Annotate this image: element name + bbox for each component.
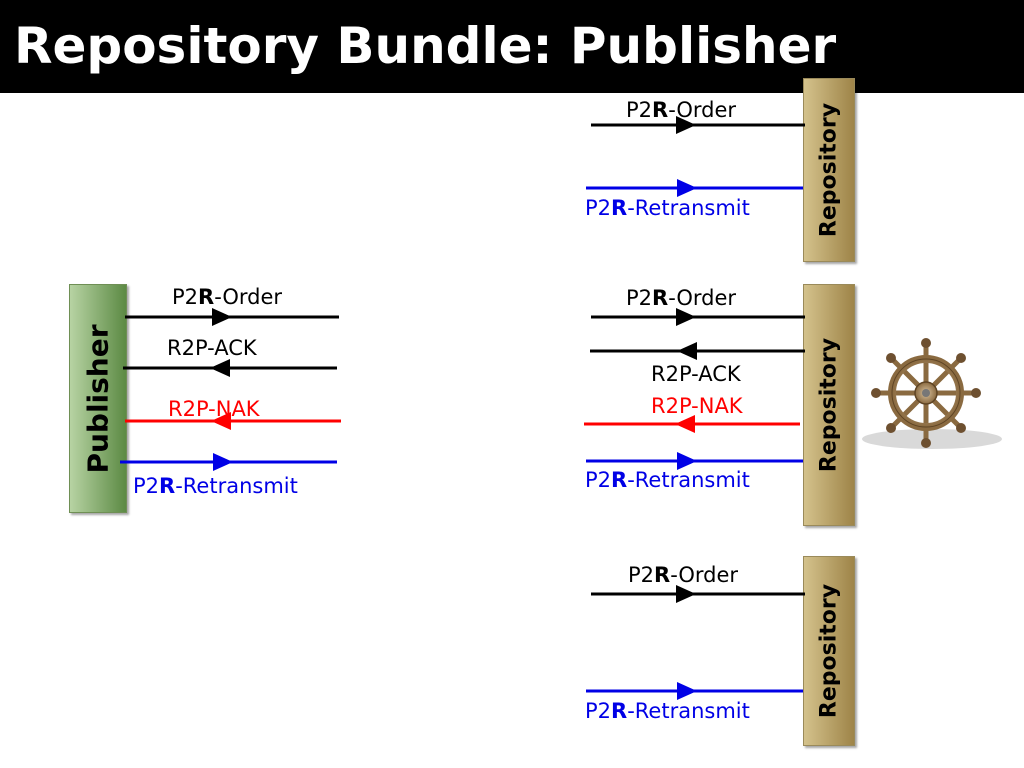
- label-mid-p2r-retransmit: P2R-Retransmit: [585, 467, 750, 493]
- arrow-bot-p2r-retransmit: [586, 682, 803, 700]
- arrow-pub-p2r-retransmit: [120, 453, 337, 471]
- label-r: R: [159, 474, 176, 498]
- label-mid-r2p-ack: R2P-ACK: [651, 361, 741, 387]
- label-prefix: P2: [172, 285, 199, 309]
- label-prefix: P2: [628, 563, 655, 587]
- label-suffix: -Order: [668, 286, 737, 310]
- label-prefix: P2: [585, 196, 612, 220]
- label-suffix: -Retransmit: [627, 699, 750, 723]
- label-suffix: -Retransmit: [627, 196, 750, 220]
- label-pub-r2p-nak: R2P-NAK: [168, 396, 260, 422]
- label-suffix: -Retransmit: [627, 468, 750, 492]
- label-r: R: [198, 285, 215, 309]
- repository-box-top: Repository: [803, 78, 855, 262]
- label-prefix: P2: [585, 699, 612, 723]
- publisher-box: Publisher: [69, 284, 127, 513]
- title-bar: Repository Bundle: Publisher: [0, 0, 1024, 93]
- label-prefix: P2: [133, 474, 160, 498]
- label-suffix: -Retransmit: [175, 474, 298, 498]
- label-pub-p2r-order: P2R-Order: [172, 284, 282, 310]
- label-suffix: -Order: [214, 285, 283, 309]
- label-suffix: -Order: [670, 563, 739, 587]
- label-r: R: [652, 98, 669, 122]
- label-top-p2r-retransmit: P2R-Retransmit: [585, 195, 750, 221]
- label-prefix: P2: [626, 286, 653, 310]
- arrow-mid-p2r-retransmit: [586, 452, 803, 470]
- arrow-mid-p2r-order: [591, 308, 805, 326]
- arrow-pub-p2r-order: [125, 308, 339, 326]
- arrow-mid-r2p-nak: [584, 415, 800, 433]
- slide-title: Repository Bundle: Publisher: [14, 17, 837, 75]
- arrow-bot-p2r-order: [591, 585, 805, 603]
- nak-text: R2P-NAK: [168, 397, 260, 421]
- repository-box-middle: Repository: [803, 284, 855, 526]
- label-r: R: [654, 563, 671, 587]
- arrow-pub-r2p-ack: [123, 359, 337, 377]
- arrow-top-p2r-retransmit: [586, 179, 803, 197]
- label-r: R: [611, 196, 628, 220]
- arrow-pub-r2p-nak: [125, 412, 341, 430]
- repository-box-bottom: Repository: [803, 556, 855, 746]
- arrow-mid-r2p-ack: [590, 342, 805, 360]
- label-r: R: [611, 468, 628, 492]
- ship-wheel-icon: [862, 338, 1002, 449]
- label-top-p2r-order: P2R-Order: [626, 97, 736, 123]
- ack-text: R2P-ACK: [651, 362, 741, 386]
- label-mid-r2p-nak: R2P-NAK: [651, 393, 743, 419]
- label-pub-p2r-retransmit: P2R-Retransmit: [133, 473, 298, 499]
- label-r: R: [652, 286, 669, 310]
- label-prefix: P2: [626, 98, 653, 122]
- label-suffix: -Order: [668, 98, 737, 122]
- label-r: R: [611, 699, 628, 723]
- label-pub-r2p-ack: R2P-ACK: [167, 335, 257, 361]
- label-prefix: P2: [585, 468, 612, 492]
- label-bot-p2r-retransmit: P2R-Retransmit: [585, 698, 750, 724]
- ack-text: R2P-ACK: [167, 336, 257, 360]
- label-mid-p2r-order: P2R-Order: [626, 285, 736, 311]
- arrow-top-p2r-order: [591, 116, 805, 134]
- nak-text: R2P-NAK: [651, 394, 743, 418]
- label-bot-p2r-order: P2R-Order: [628, 562, 738, 588]
